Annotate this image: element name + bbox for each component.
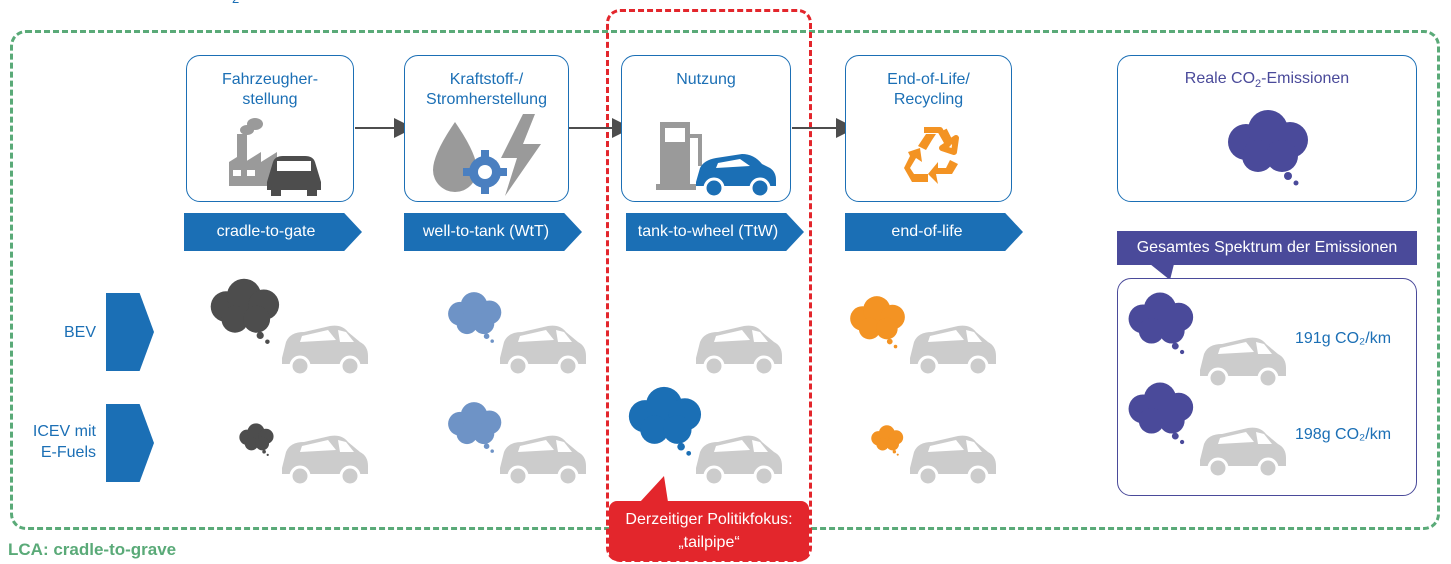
phase-chevron-cradle-to-gate: cradle-to-gate	[184, 213, 362, 251]
stage-box-fuel-production: Kraftstoff-/ Stromherstellung	[404, 55, 569, 202]
spectrum-title-pointer	[1150, 264, 1174, 280]
policy-focus-label: Derzeitiger Politikfokus: „tailpipe“	[609, 501, 809, 561]
phase-chevron-well-to-tank: well-to-tank (WtT)	[404, 213, 582, 251]
stage-title: Fahrzeugher- stellung	[221, 71, 319, 108]
stage-box-usage: Nutzung	[621, 55, 791, 202]
policy-focus-pointer	[640, 476, 668, 502]
real-emissions-box: Reale CO2-Emissionen	[1117, 55, 1417, 202]
top-cut-subscript: 2	[232, 0, 239, 6]
lca-label: LCA: cradle-to-grave	[8, 540, 177, 559]
recycling-icon	[904, 127, 959, 184]
icev-usage-emission	[628, 386, 784, 487]
bev-total-value: 191g CO₂/km	[1295, 330, 1392, 347]
bev-production-emission	[210, 278, 370, 377]
row-label-bev: BEV	[63, 324, 96, 341]
bev-usage-emission	[694, 324, 784, 377]
phase-chevron-end-of-life: end-of-life	[845, 213, 1023, 251]
bev-fuel-emission	[448, 292, 588, 377]
icev-production-emission	[239, 423, 370, 487]
real-emissions-title: Reale CO2-Emissionen	[1184, 70, 1350, 91]
fuel-pump-car-icon	[656, 122, 776, 199]
icev-total-value: 198g CO₂/km	[1295, 426, 1392, 443]
bev-total-emission	[1128, 292, 1288, 389]
stage-title: End-of-Life/ Recycling	[887, 71, 970, 108]
fuel-drop-gear-lightning-icon	[433, 114, 541, 196]
stage-box-vehicle-production: Fahrzeugher- stellung	[186, 55, 354, 202]
phase-chevron-tank-to-wheel: tank-to-wheel (TtW)	[626, 213, 804, 251]
bev-end-of-life-emission	[850, 296, 998, 377]
icev-total-emission	[1128, 382, 1288, 479]
icev-end-of-life-emission	[871, 425, 998, 487]
stage-box-end-of-life: End-of-Life/ Recycling	[845, 55, 1012, 202]
spectrum-title-bar: Gesamtes Spektrum der Emissionen	[1117, 231, 1417, 265]
stage-title: Nutzung	[676, 71, 736, 88]
stage-title: Kraftstoff-/ Stromherstellung	[426, 71, 547, 108]
real-emissions-cloud-icon	[1228, 110, 1308, 186]
row-label-icev: ICEV mit E-Fuels	[32, 423, 96, 461]
factory-car-icon	[229, 118, 321, 196]
icev-fuel-emission	[448, 402, 588, 487]
